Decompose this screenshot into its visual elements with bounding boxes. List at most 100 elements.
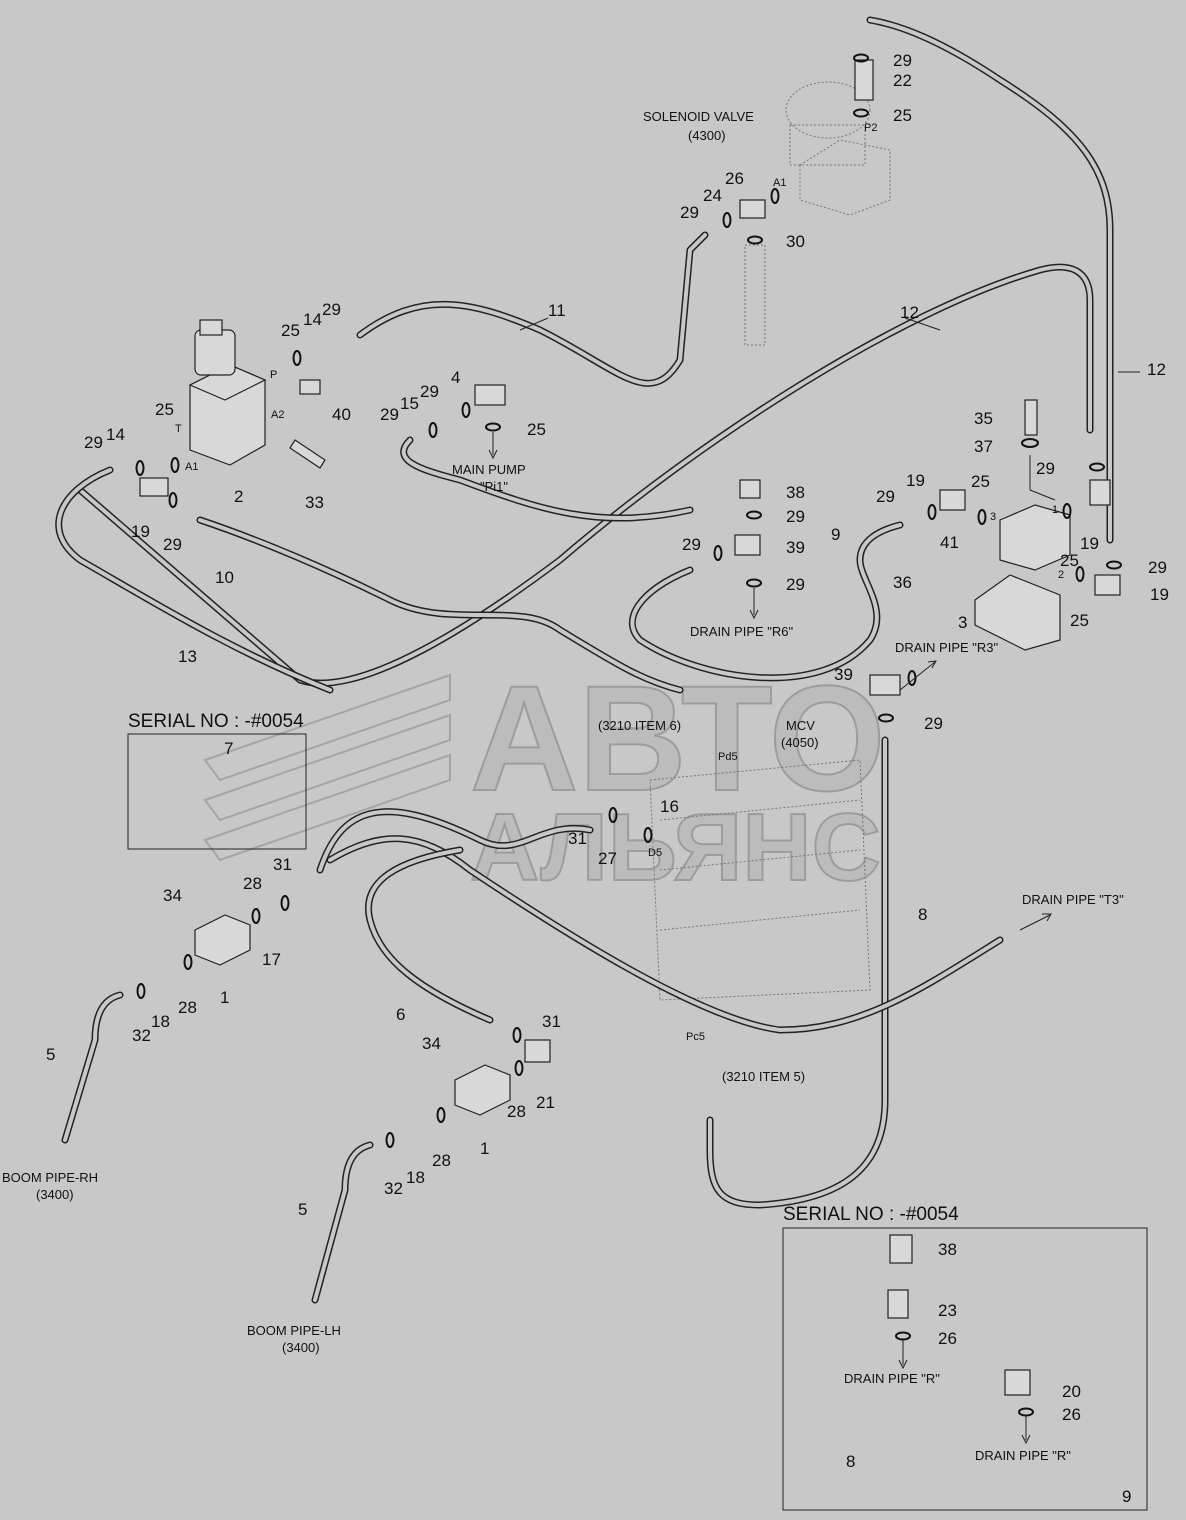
callout-number: 41: [940, 533, 959, 552]
callout-number: 4: [451, 368, 460, 387]
callout-number: 29: [1148, 558, 1167, 577]
label-solenoid-valve-ref: (4300): [688, 128, 726, 143]
callout-number: 25: [527, 420, 546, 439]
label-item6: (3210 ITEM 6): [598, 718, 681, 733]
callout-number: 25: [893, 106, 912, 125]
callout-number: 22: [893, 71, 912, 90]
callout-number: 25: [1070, 611, 1089, 630]
label-boom-lh-ref: (3400): [282, 1340, 320, 1355]
callout-number: 31: [273, 855, 292, 874]
callout-number: 15: [400, 394, 419, 413]
callout-number: 5: [298, 1200, 307, 1219]
bracket-3: [974, 574, 1061, 651]
callout-number: 38: [938, 1240, 957, 1259]
callout-number: 1: [220, 988, 229, 1007]
callout-number: 29: [786, 507, 805, 526]
callout-number: 6: [396, 1005, 405, 1024]
callout-number: 34: [422, 1034, 441, 1053]
callout-number: 26: [1062, 1405, 1081, 1424]
label-mcv: MCV: [786, 718, 815, 733]
callout-number: 34: [163, 886, 182, 905]
port-label: 2: [1058, 569, 1064, 581]
callout-number: 19: [906, 471, 925, 490]
callout-number: 26: [725, 169, 744, 188]
watermark: АВТО АЛЬЯНС: [203, 653, 887, 902]
callout-number: 32: [384, 1179, 403, 1198]
callout-number: 29: [893, 51, 912, 70]
port-label: T: [175, 423, 182, 435]
callout-number: 10: [215, 568, 234, 587]
callout-number: 12: [1147, 360, 1166, 379]
callout-number: 31: [568, 829, 587, 848]
callout-number: 16: [660, 797, 679, 816]
label-serial-1: SERIAL NO : -#0054: [128, 711, 304, 732]
label-item5: (3210 ITEM 5): [722, 1069, 805, 1084]
port-label: Pd5: [718, 751, 738, 763]
mcv-ghost: [649, 759, 871, 1001]
solenoid-valve-ghost: [744, 81, 891, 346]
label-solenoid-valve: SOLENOID VALVE: [643, 109, 754, 124]
callout-number: 25: [1060, 551, 1079, 570]
callout-number: 18: [151, 1012, 170, 1031]
label-main-pump-port: "Pi1": [480, 479, 508, 494]
label-boom-rh: BOOM PIPE-RH: [2, 1170, 98, 1185]
callout-number: 40: [332, 405, 351, 424]
callout-number: 9: [1122, 1487, 1131, 1506]
callout-number: 32: [132, 1026, 151, 1045]
watermark-line2: АЛЬЯНС: [470, 794, 881, 901]
callout-number: 1: [480, 1139, 489, 1158]
callout-number: 7: [224, 739, 233, 758]
callout-number: 14: [303, 310, 322, 329]
label-boom-rh-ref: (3400): [36, 1187, 74, 1202]
label-boom-lh: BOOM PIPE-LH: [247, 1323, 341, 1338]
callout-number: 19: [131, 522, 150, 541]
callout-number: 30: [786, 232, 805, 251]
block-1-lower: [454, 1064, 511, 1116]
block-1-upper: [194, 914, 251, 966]
callout-number: 11: [548, 301, 566, 320]
callout-number: 38: [786, 483, 805, 502]
port-label: A2: [271, 409, 284, 421]
o-rings: [135, 53, 1122, 1417]
block-41: [999, 504, 1071, 571]
callout-number: 5: [46, 1045, 55, 1064]
callout-number: 25: [155, 400, 174, 419]
leader-lines: [488, 317, 1140, 1445]
callout-number: 21: [536, 1093, 555, 1112]
label-drain-r-1: DRAIN PIPE "R": [844, 1371, 940, 1386]
watermark-line1: АВТО: [470, 654, 886, 822]
port-label: A1: [773, 177, 786, 189]
port-label: D5: [648, 847, 662, 859]
callout-number: 24: [703, 186, 722, 205]
callout-number: 20: [1062, 1382, 1081, 1401]
callout-number: 3: [958, 613, 967, 632]
callout-number: 19: [1080, 534, 1099, 553]
callout-number: 29: [380, 405, 399, 424]
label-drain-r-2: DRAIN PIPE "R": [975, 1448, 1071, 1463]
callout-number: 29: [924, 714, 943, 733]
serial-box-2: [782, 1227, 1148, 1511]
port-label: P: [270, 369, 277, 381]
callout-number: 18: [406, 1168, 425, 1187]
label-main-pump: MAIN PUMP: [452, 462, 526, 477]
callout-number: 29: [1036, 459, 1055, 478]
port-label: 3: [990, 511, 996, 523]
callout-number: 19: [1150, 585, 1169, 604]
callout-number: 29: [680, 203, 699, 222]
callout-number: 37: [974, 437, 993, 456]
callout-number: 28: [178, 998, 197, 1017]
callout-number: 28: [507, 1102, 526, 1121]
callout-number: 29: [682, 535, 701, 554]
callout-number: 14: [106, 425, 125, 444]
components: [139, 59, 1121, 1396]
callout-number: 25: [281, 321, 300, 340]
callout-number: 8: [918, 905, 927, 924]
label-drain-t3: DRAIN PIPE "T3": [1022, 892, 1124, 907]
solenoid-block-2: [188, 319, 267, 466]
callout-number: 29: [420, 382, 439, 401]
callout-number: 29: [786, 575, 805, 594]
callout-number: 29: [876, 487, 895, 506]
callout-number: 8: [846, 1452, 855, 1471]
